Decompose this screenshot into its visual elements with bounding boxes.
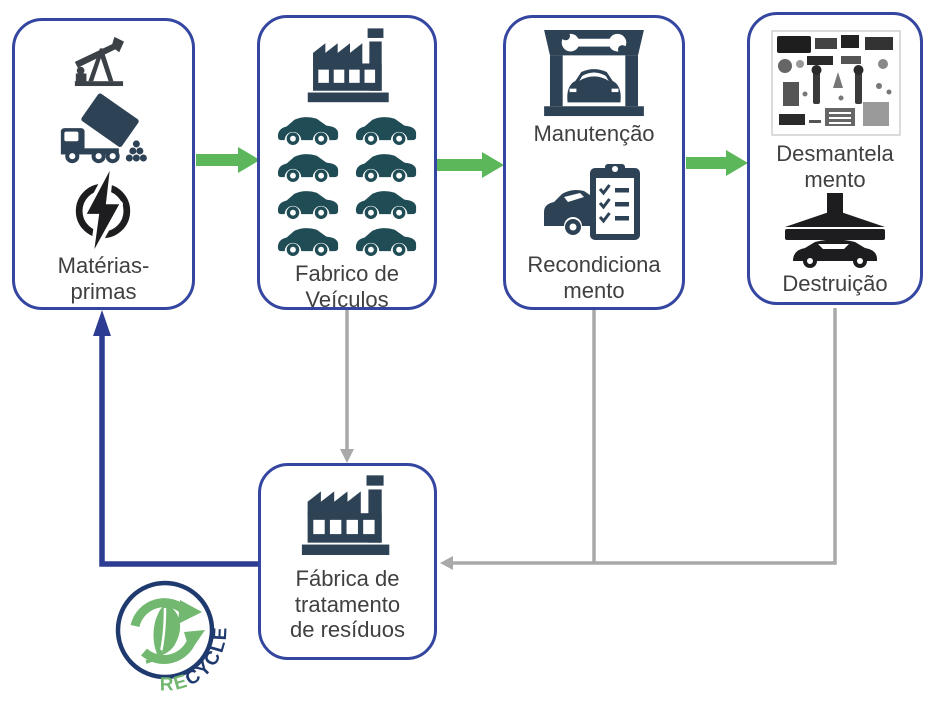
flow-arrow-factory-to-service	[437, 152, 504, 178]
cars-grid	[277, 117, 417, 256]
waste-plant-label: Fábrica de tratamento de resíduos	[290, 566, 405, 643]
flow-arrow-service-to-eol	[686, 150, 748, 176]
dismantle-label: Desmantela mento	[776, 141, 894, 192]
recondition-label: Recondiciona mento	[527, 252, 661, 303]
car-crusher-icon	[785, 193, 885, 268]
destruction-label: Destruição	[782, 271, 888, 296]
garage-wrench-icon	[544, 29, 644, 117]
factory-icon	[300, 474, 395, 560]
vehicle-factory-label: Fabrico de Veículos	[295, 261, 399, 312]
car-icon	[355, 154, 417, 182]
vehicle-factory-box: Fabrico de Veículos	[257, 15, 437, 312]
maintenance-label: Manutenção	[533, 121, 655, 146]
raw-materials-label: Matérias-primas	[57, 253, 150, 304]
waste-line-from-eol	[452, 308, 837, 565]
service-box: Manutenção Recondiciona mento	[503, 15, 685, 310]
car-icon	[355, 117, 417, 145]
dump-truck-icon	[60, 93, 147, 164]
car-icon	[277, 154, 339, 182]
factory-icon	[306, 28, 394, 106]
raw-materials-box: Matérias-primas	[12, 18, 195, 310]
car-icon	[277, 228, 339, 256]
car-icon	[277, 191, 339, 219]
car-checklist-icon	[544, 164, 640, 240]
car-icon	[355, 191, 417, 219]
recycle-arrowhead-up	[93, 310, 111, 336]
waste-plant-box: Fábrica de tratamento de resíduos	[258, 463, 437, 660]
recycle-logo: RECYCLE	[115, 580, 230, 696]
car-icon	[277, 117, 339, 145]
recycle-return-line	[99, 333, 258, 567]
waste-arrowhead-left	[440, 556, 453, 570]
car-icon	[355, 228, 417, 256]
energy-icon	[75, 169, 131, 251]
car-parts-image	[771, 30, 901, 136]
flow-arrow-raw-to-factory	[196, 147, 260, 173]
end-of-life-box: Desmantela mento Destruição	[747, 12, 923, 305]
oil-pump-icon	[74, 36, 125, 87]
waste-arrowhead-down	[340, 449, 354, 463]
